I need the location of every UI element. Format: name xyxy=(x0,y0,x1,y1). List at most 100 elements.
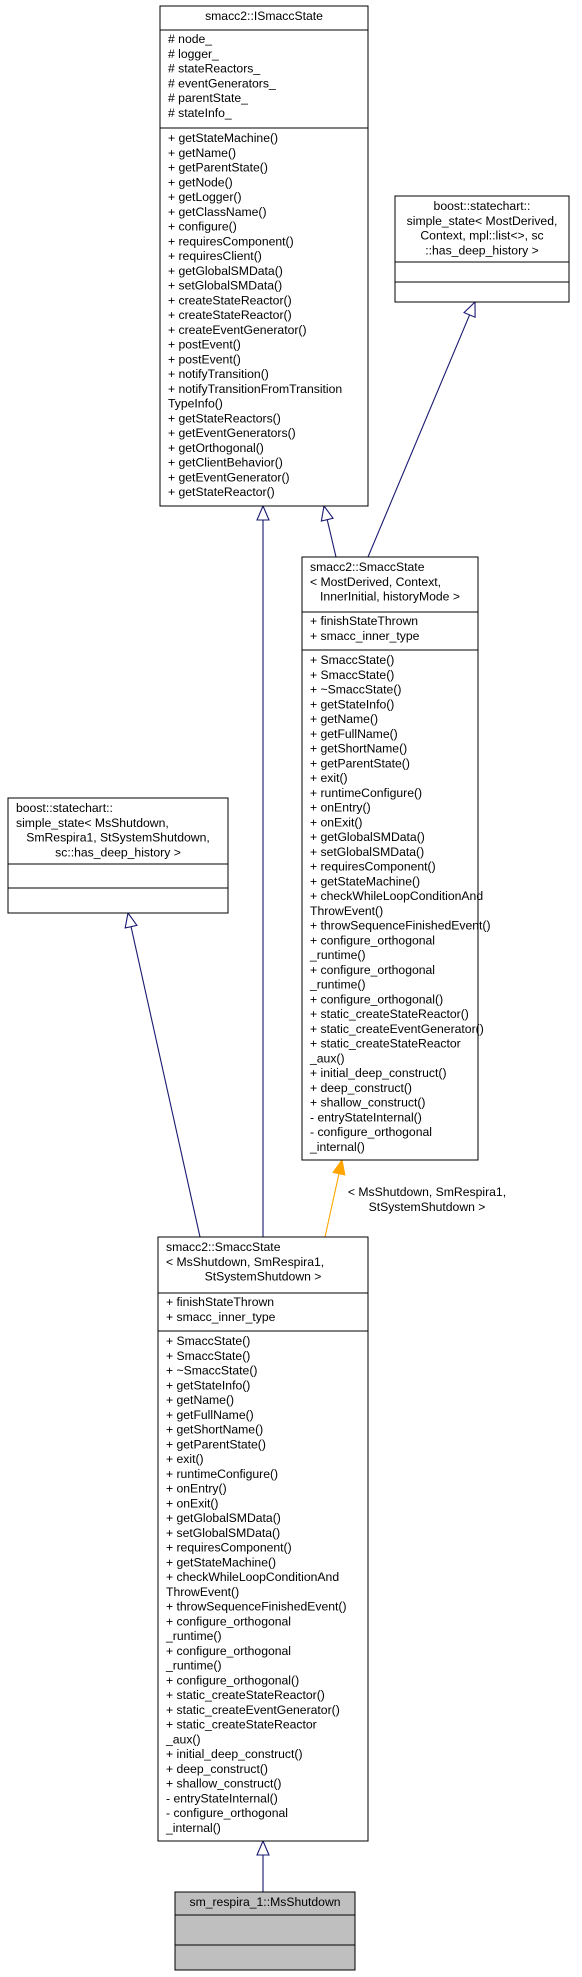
edge-template-to-ismaccstate xyxy=(326,519,337,558)
class-method: _runtime() xyxy=(165,1659,222,1673)
class-method: + postEvent() xyxy=(168,352,241,366)
class-title-line: InnerInitial, historyMode > xyxy=(320,590,460,604)
class-method: + configure_orthogonal() xyxy=(166,1673,299,1687)
class-box-msshutdown[interactable]: sm_respira_1::MsShutdown xyxy=(174,1891,356,1971)
class-method: _runtime() xyxy=(165,1629,222,1643)
class-title-line: sm_respira_1::MsShutdown xyxy=(189,1895,340,1909)
inheritance-arrowhead xyxy=(320,504,334,522)
class-method: - configure_orthogonal xyxy=(310,1125,432,1139)
class-method: - entryStateInternal() xyxy=(310,1110,422,1124)
class-method: + getClassName() xyxy=(168,205,267,219)
class-attribute: + smacc_inner_type xyxy=(310,629,420,643)
class-method: - entryStateInternal() xyxy=(166,1791,278,1805)
template-label-line: StSystemShutdown > xyxy=(369,1200,486,1214)
class-method: + getStateInfo() xyxy=(310,697,394,711)
class-title-line: simple_state< MsShutdown, xyxy=(16,816,169,830)
class-method: _runtime() xyxy=(309,948,366,962)
class-method: + deep_construct() xyxy=(310,1081,412,1095)
class-method: + onEntry() xyxy=(310,801,371,815)
class-method: + configure() xyxy=(168,220,237,234)
inheritance-arrowhead xyxy=(463,300,476,319)
class-box-smaccstate-shutdown[interactable]: smacc2::SmaccState< MsShutdown, SmRespir… xyxy=(157,1236,369,1842)
class-attribute: # parentState_ xyxy=(168,91,248,105)
class-method: + getStateMachine() xyxy=(310,874,420,888)
class-title-line: boost::statechart:: xyxy=(16,801,113,815)
class-method: + SmaccState() xyxy=(310,668,394,682)
class-title-line: < MsShutdown, SmRespira1, xyxy=(166,1255,324,1269)
class-method: + getGlobalSMData() xyxy=(166,1511,281,1525)
class-method: + requiresComponent() xyxy=(310,860,436,874)
class-method: _aux() xyxy=(309,1051,345,1065)
class-box-frame xyxy=(159,5,369,507)
class-method: + createStateReactor() xyxy=(168,308,292,322)
inheritance-arrowhead xyxy=(256,1839,270,1856)
class-title-line: sc::has_deep_history > xyxy=(55,845,181,859)
edge-template-instantiation xyxy=(324,1173,340,1238)
class-method: + getParentState() xyxy=(168,161,268,175)
class-attribute: # stateInfo_ xyxy=(168,106,232,120)
class-method: _aux() xyxy=(165,1732,201,1746)
class-title-line: ::has_deep_history > xyxy=(425,243,539,257)
class-box-ismaccstate[interactable]: smacc2::ISmaccState# node_# logger_# sta… xyxy=(159,5,369,507)
class-method: + getName() xyxy=(310,712,378,726)
class-method: + getLogger() xyxy=(168,190,242,204)
class-box-frame xyxy=(174,1891,356,1971)
class-method: + getNode() xyxy=(168,175,233,189)
class-method: + requiresClient() xyxy=(168,249,262,263)
class-method: + checkWhileLoopConditionAnd xyxy=(310,889,483,903)
class-method: + getName() xyxy=(166,1393,234,1407)
class-method: + notifyTransitionFromTransition xyxy=(168,382,342,396)
class-method: + getStateMachine() xyxy=(166,1555,276,1569)
class-method: + static_createStateReactor xyxy=(166,1718,317,1732)
template-arrowhead xyxy=(332,1158,346,1176)
class-method: + configure_orthogonal() xyxy=(310,992,443,1006)
class-attribute: # node_ xyxy=(168,32,212,46)
class-attribute: + finishStateThrown xyxy=(310,614,418,628)
class-method: + createEventGenerator() xyxy=(168,323,307,337)
class-method: + checkWhileLoopConditionAnd xyxy=(166,1570,339,1584)
class-method: + postEvent() xyxy=(168,338,241,352)
class-box-frame xyxy=(157,1236,369,1842)
class-method: + throwSequenceFinishedEvent() xyxy=(310,919,491,933)
class-method: TypeInfo() xyxy=(168,397,223,411)
class-method: + getShortName() xyxy=(166,1423,263,1437)
class-method: + runtimeConfigure() xyxy=(310,786,422,800)
class-method: + deep_construct() xyxy=(166,1762,268,1776)
class-method: + ~SmaccState() xyxy=(166,1364,257,1378)
class-method: + getStateInfo() xyxy=(166,1378,250,1392)
class-title-line: boost::statechart:: xyxy=(434,199,531,213)
class-method: + getShortName() xyxy=(310,742,407,756)
class-method: + getGlobalSMData() xyxy=(310,830,425,844)
class-attribute: # stateReactors_ xyxy=(168,62,260,76)
class-method: + createStateReactor() xyxy=(168,293,292,307)
class-method: + getClientBehavior() xyxy=(168,456,283,470)
class-box-simple-state-generic[interactable]: boost::statechart::simple_state< MostDer… xyxy=(394,195,570,303)
class-box-frame xyxy=(301,556,479,1161)
class-method: + getStateReactors() xyxy=(168,411,281,425)
class-method: + static_createStateReactor() xyxy=(310,1007,469,1021)
class-method: + getParentState() xyxy=(310,756,410,770)
class-method: + configure_orthogonal xyxy=(166,1644,291,1658)
class-attribute: # eventGenerators_ xyxy=(168,76,276,90)
class-method: + static_createStateReactor xyxy=(310,1037,461,1051)
class-attribute: # logger_ xyxy=(168,47,219,61)
inheritance-edges: < MsShutdown, SmRespira1, StSystemShutdow… xyxy=(124,300,506,1892)
class-method: + requiresComponent() xyxy=(166,1541,292,1555)
class-title-line: smacc2::ISmaccState xyxy=(205,9,323,23)
class-box-simple-state-shutdown[interactable]: boost::statechart::simple_state< MsShutd… xyxy=(7,797,229,914)
class-method: + exit() xyxy=(166,1452,204,1466)
class-method: + setGlobalSMData() xyxy=(310,845,424,859)
class-method: + static_createStateReactor() xyxy=(166,1688,325,1702)
class-method: + shallow_construct() xyxy=(310,1096,426,1110)
inheritance-arrowhead xyxy=(124,911,138,929)
class-title-line: SmRespira1, StSystemShutdown, xyxy=(26,831,210,845)
class-title-line: < MostDerived, Context, xyxy=(310,575,441,589)
class-method: + runtimeConfigure() xyxy=(166,1467,278,1481)
class-box-smaccstate-template[interactable]: smacc2::SmaccState< MostDerived, Context… xyxy=(301,556,491,1161)
class-title-line: smacc2::SmaccState xyxy=(166,1240,281,1254)
class-method: + getGlobalSMData() xyxy=(168,264,283,278)
class-method: + requiresComponent() xyxy=(168,234,294,248)
class-title-line: smacc2::SmaccState xyxy=(310,560,425,574)
template-edge-label: < MsShutdown, SmRespira1,StSystemShutdow… xyxy=(348,1185,506,1214)
